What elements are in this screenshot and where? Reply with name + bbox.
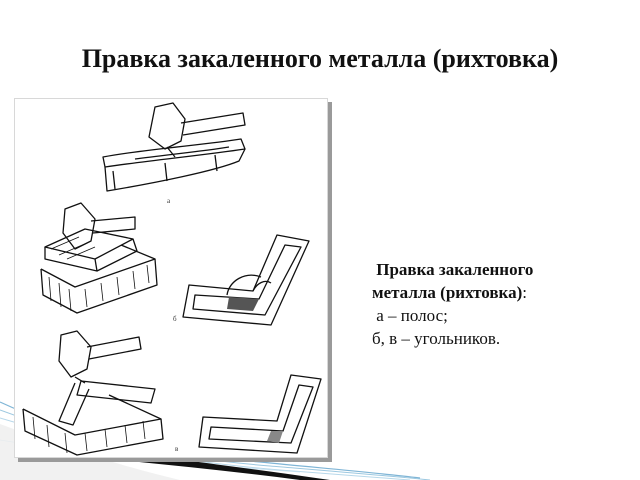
caption-heading: Правка закаленного <box>372 258 622 281</box>
label-b: б <box>173 315 177 323</box>
caption-heading-suffix: : <box>522 283 527 302</box>
slide-title: Правка закаленного металла (рихтовка) <box>81 44 559 73</box>
caption-heading-line1: Правка закаленного <box>376 260 534 279</box>
caption-block: Правка закаленного металла (рихтовка): а… <box>372 258 622 350</box>
drawing-a-strip <box>102 102 246 192</box>
caption-heading-line2: металла (рихтовка): <box>372 283 527 302</box>
drawing-b-angle-piece <box>182 234 310 326</box>
caption-item-a-text: а – полос; <box>376 306 448 325</box>
illustration-figure: а б <box>14 98 328 458</box>
caption-item-a: а – полос; <box>372 304 622 327</box>
label-a: а <box>167 197 171 205</box>
label-c: в <box>175 445 179 453</box>
caption-item-bc: б, в – угольников. <box>372 329 501 348</box>
drawing-c-bent-angle <box>22 330 164 456</box>
straightening-drawings: а б <box>22 102 322 456</box>
drawing-b-angle-anvil <box>40 202 158 314</box>
drawing-c-angle-piece <box>198 374 322 454</box>
